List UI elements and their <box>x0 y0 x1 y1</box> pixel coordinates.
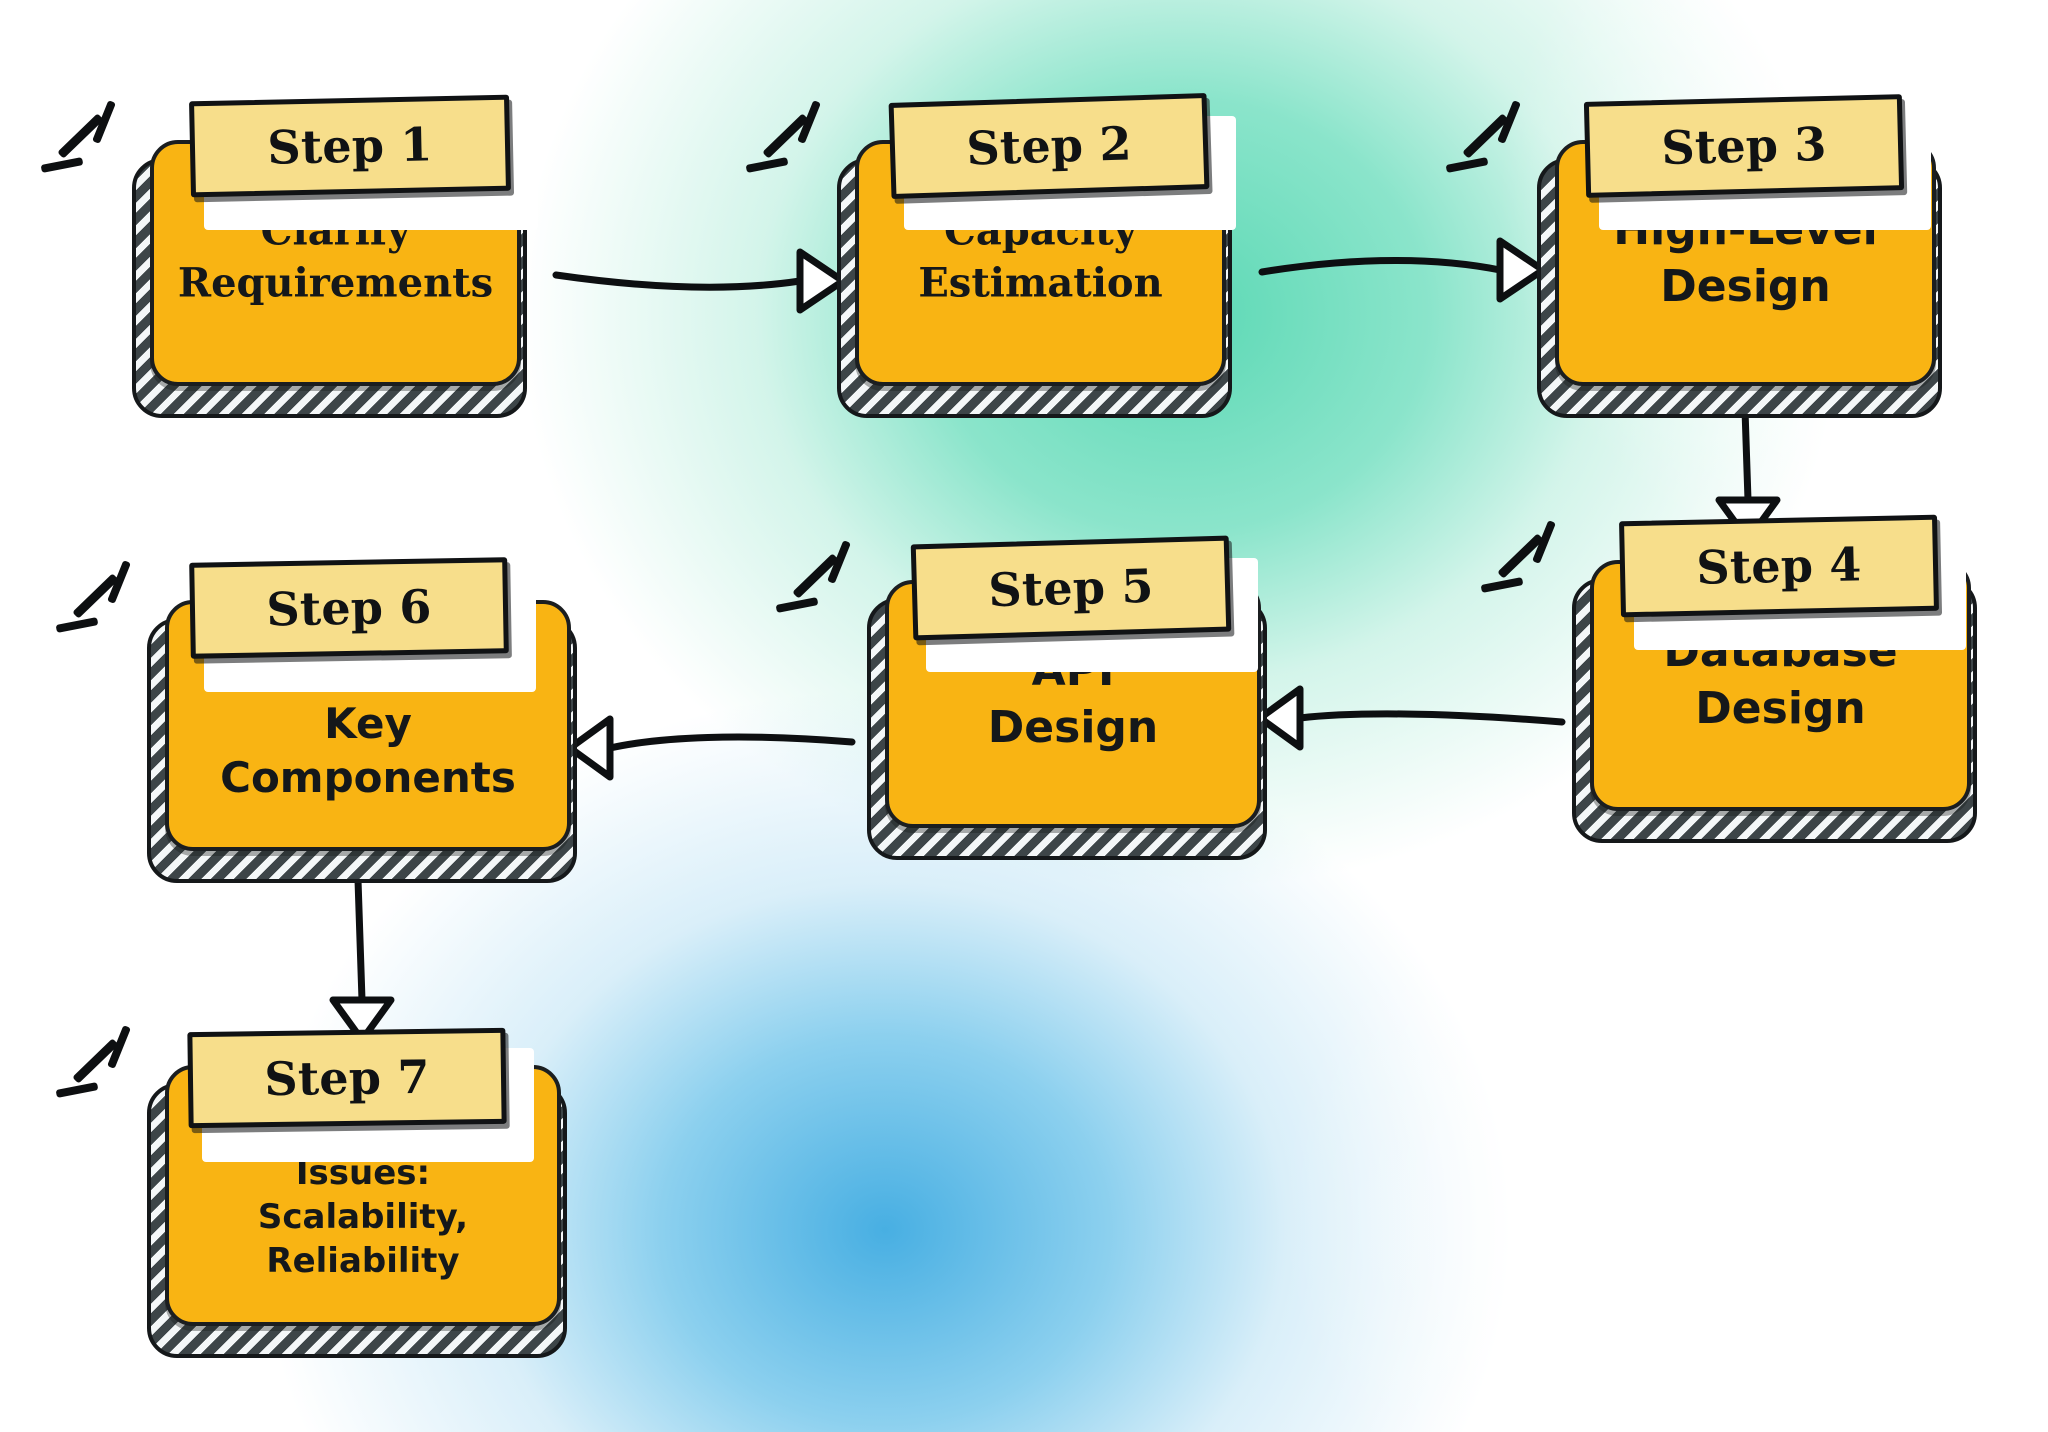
sparkle-icon <box>1445 100 1555 180</box>
sparkle-icon <box>55 560 165 640</box>
sparkle-icon <box>55 1025 165 1105</box>
node-label-line: Key Components <box>220 699 516 803</box>
step-tab-step6[interactable]: Step 6 <box>189 557 509 659</box>
node-label-line: Design <box>1695 683 1866 735</box>
step-tab-step1[interactable]: Step 1 <box>189 94 511 198</box>
white-glow-bottom-right <box>1280 760 2048 1432</box>
step-tab-step3[interactable]: Step 3 <box>1583 94 1905 198</box>
node-label-line: Estimation <box>918 259 1163 307</box>
step-tab-step2[interactable]: Step 2 <box>888 93 1210 199</box>
node-label-line: Requirements <box>177 259 494 307</box>
sparkle-icon <box>1480 520 1590 600</box>
step-tab-step5[interactable]: Step 5 <box>910 535 1232 641</box>
node-label-line: Scalability, Reliability <box>257 1196 469 1281</box>
node-label-line: Design <box>987 702 1159 754</box>
step-tab-step4[interactable]: Step 4 <box>1619 514 1939 618</box>
sparkle-icon <box>40 100 150 180</box>
sparkle-icon <box>775 540 885 620</box>
step-tab-step7[interactable]: Step 7 <box>187 1027 507 1129</box>
sparkle-icon <box>745 100 855 180</box>
node-label-line: Design <box>1660 261 1831 313</box>
